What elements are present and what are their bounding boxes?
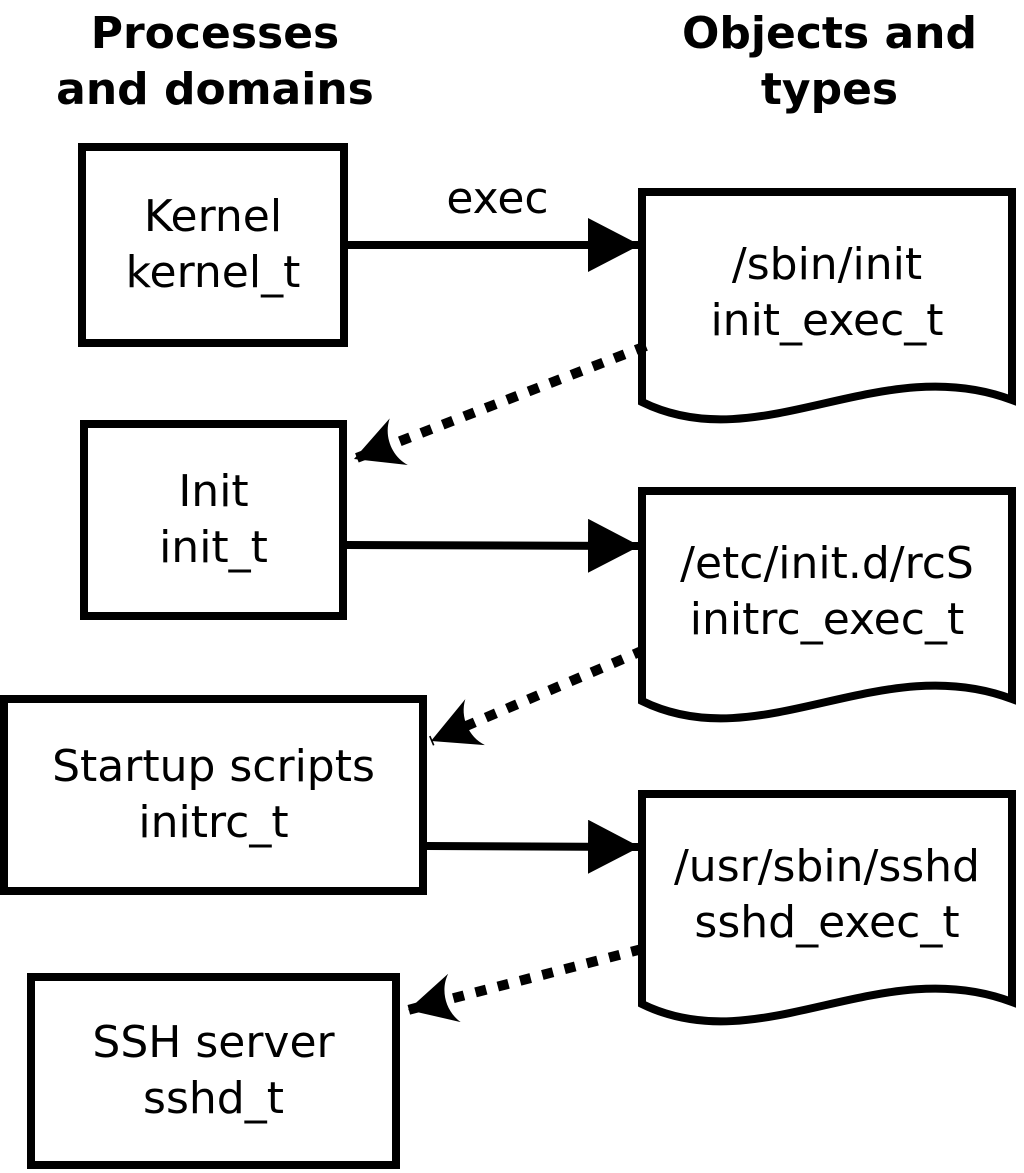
right-column-header-line1: Objects and (682, 8, 977, 59)
process-name: Init (178, 466, 249, 517)
object-doc-label-etc-initd-rcs: /etc/init.d/rcS initrc_exec_t (642, 493, 1012, 691)
process-name: Kernel (143, 191, 283, 242)
process-name: SSH server (92, 1017, 335, 1068)
left-column-header: Processes and domains (25, 6, 405, 118)
object-type: init_exec_t (710, 295, 944, 346)
object-type: initrc_exec_t (689, 594, 965, 645)
exec-arrow-label: exec (446, 173, 549, 224)
process-box-ssh-server: SSH server sshd_t (27, 973, 400, 1169)
transition-arrow-etc-initd-rcs-to-startup-scripts (429, 645, 646, 746)
right-column-header: Objects and types (635, 6, 1024, 118)
object-path: /usr/sbin/sshd (673, 841, 980, 892)
left-column-header-line2: and domains (56, 64, 374, 115)
object-type: sshd_exec_t (694, 897, 960, 948)
transition-arrow-sbin-init-to-init (352, 341, 648, 465)
process-domain-type: sshd_t (143, 1073, 284, 1124)
left-column-header-line1: Processes (90, 8, 340, 59)
object-path: /sbin/init (731, 239, 923, 290)
exec-arrow-init-to-etc-initd-rcs (346, 518, 641, 573)
object-doc-label-sbin-init: /sbin/init init_exec_t (642, 194, 1012, 392)
document-shape-etc-initd-rcs (638, 487, 1016, 723)
object-doc-label-usr-sbin-sshd: /usr/sbin/sshd sshd_exec_t (642, 796, 1012, 994)
process-box-init: Init init_t (80, 420, 347, 620)
transition-arrow-usr-sbin-sshd-to-ssh-server (406, 944, 644, 1023)
process-name: Startup scripts (52, 741, 375, 792)
object-path: /etc/init.d/rcS (680, 538, 974, 589)
right-column-header-line2: types (760, 64, 899, 115)
process-box-startup-scripts: Startup scripts initrc_t (0, 695, 427, 895)
process-domain-type: initrc_t (138, 797, 289, 848)
process-domain-type: init_t (159, 522, 268, 573)
process-domain-type: kernel_t (125, 247, 301, 298)
document-shape-sbin-init (638, 188, 1016, 424)
exec-arrow-startup-scripts-to-usr-sbin-sshd (426, 819, 641, 874)
process-box-kernel: Kernel kernel_t (78, 143, 348, 347)
document-shape-usr-sbin-sshd (638, 790, 1016, 1026)
